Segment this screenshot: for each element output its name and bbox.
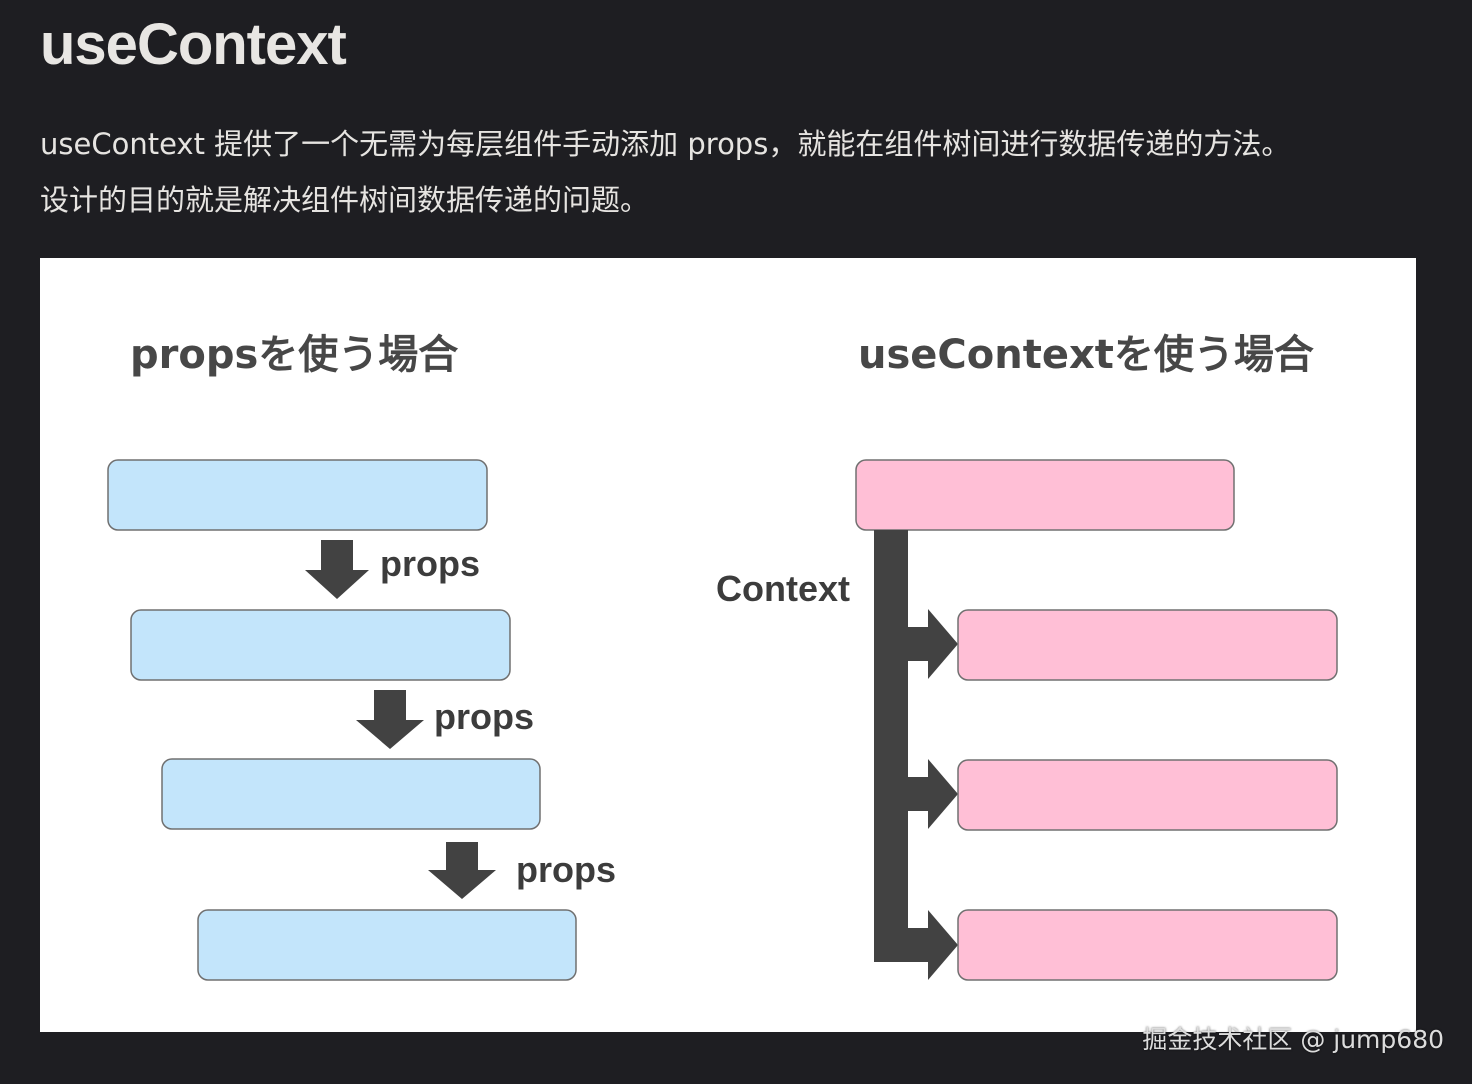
component-box-level-3	[161, 758, 541, 830]
page-title: useContext	[40, 12, 347, 77]
props-arrow-label: props	[516, 849, 616, 890]
context-trunk	[874, 530, 908, 962]
use-context-panel: useContextを使う場合 Context	[716, 332, 1338, 981]
consumer-component-box	[957, 909, 1338, 981]
props-arrow-label: props	[434, 696, 534, 737]
component-box-level-1	[107, 459, 488, 531]
diagram-canvas: propsを使う場合 props props props useContextを…	[107, 332, 1338, 981]
component-box-level-2	[130, 609, 511, 681]
right-arrow-icon	[928, 609, 958, 679]
watermark: 掘金技术社区 @ jump680	[1142, 1025, 1444, 1054]
props-drilling-panel: propsを使う場合 props props props	[107, 332, 616, 981]
context-branch	[906, 777, 932, 811]
props-arrow-label: props	[380, 543, 480, 584]
provider-component-box	[855, 459, 1235, 531]
context-panel-title: useContextを使う場合	[858, 332, 1314, 378]
component-box-level-4	[197, 909, 577, 981]
down-arrow-icon	[428, 842, 496, 899]
consumer-component-box	[957, 759, 1338, 831]
comparison-diagram: propsを使う場合 props props props useContextを…	[40, 258, 1416, 1032]
intro-line: useContext 提供了一个无需为每层组件手动添加 props，就能在组件树…	[40, 127, 1291, 161]
consumer-component-box	[957, 609, 1338, 681]
down-arrow-icon	[356, 690, 424, 749]
intro-paragraph: useContext 提供了一个无需为每层组件手动添加 props，就能在组件树…	[40, 116, 1440, 228]
props-panel-title: propsを使う場合	[130, 332, 458, 378]
down-arrow-icon	[305, 540, 369, 599]
context-branch	[906, 928, 932, 962]
context-label: Context	[716, 568, 850, 609]
right-arrow-icon	[928, 910, 958, 980]
intro-line: 设计的目的就是解决组件树间数据传递的问题。	[40, 183, 650, 217]
context-branch	[906, 627, 932, 661]
right-arrow-icon	[928, 759, 958, 829]
